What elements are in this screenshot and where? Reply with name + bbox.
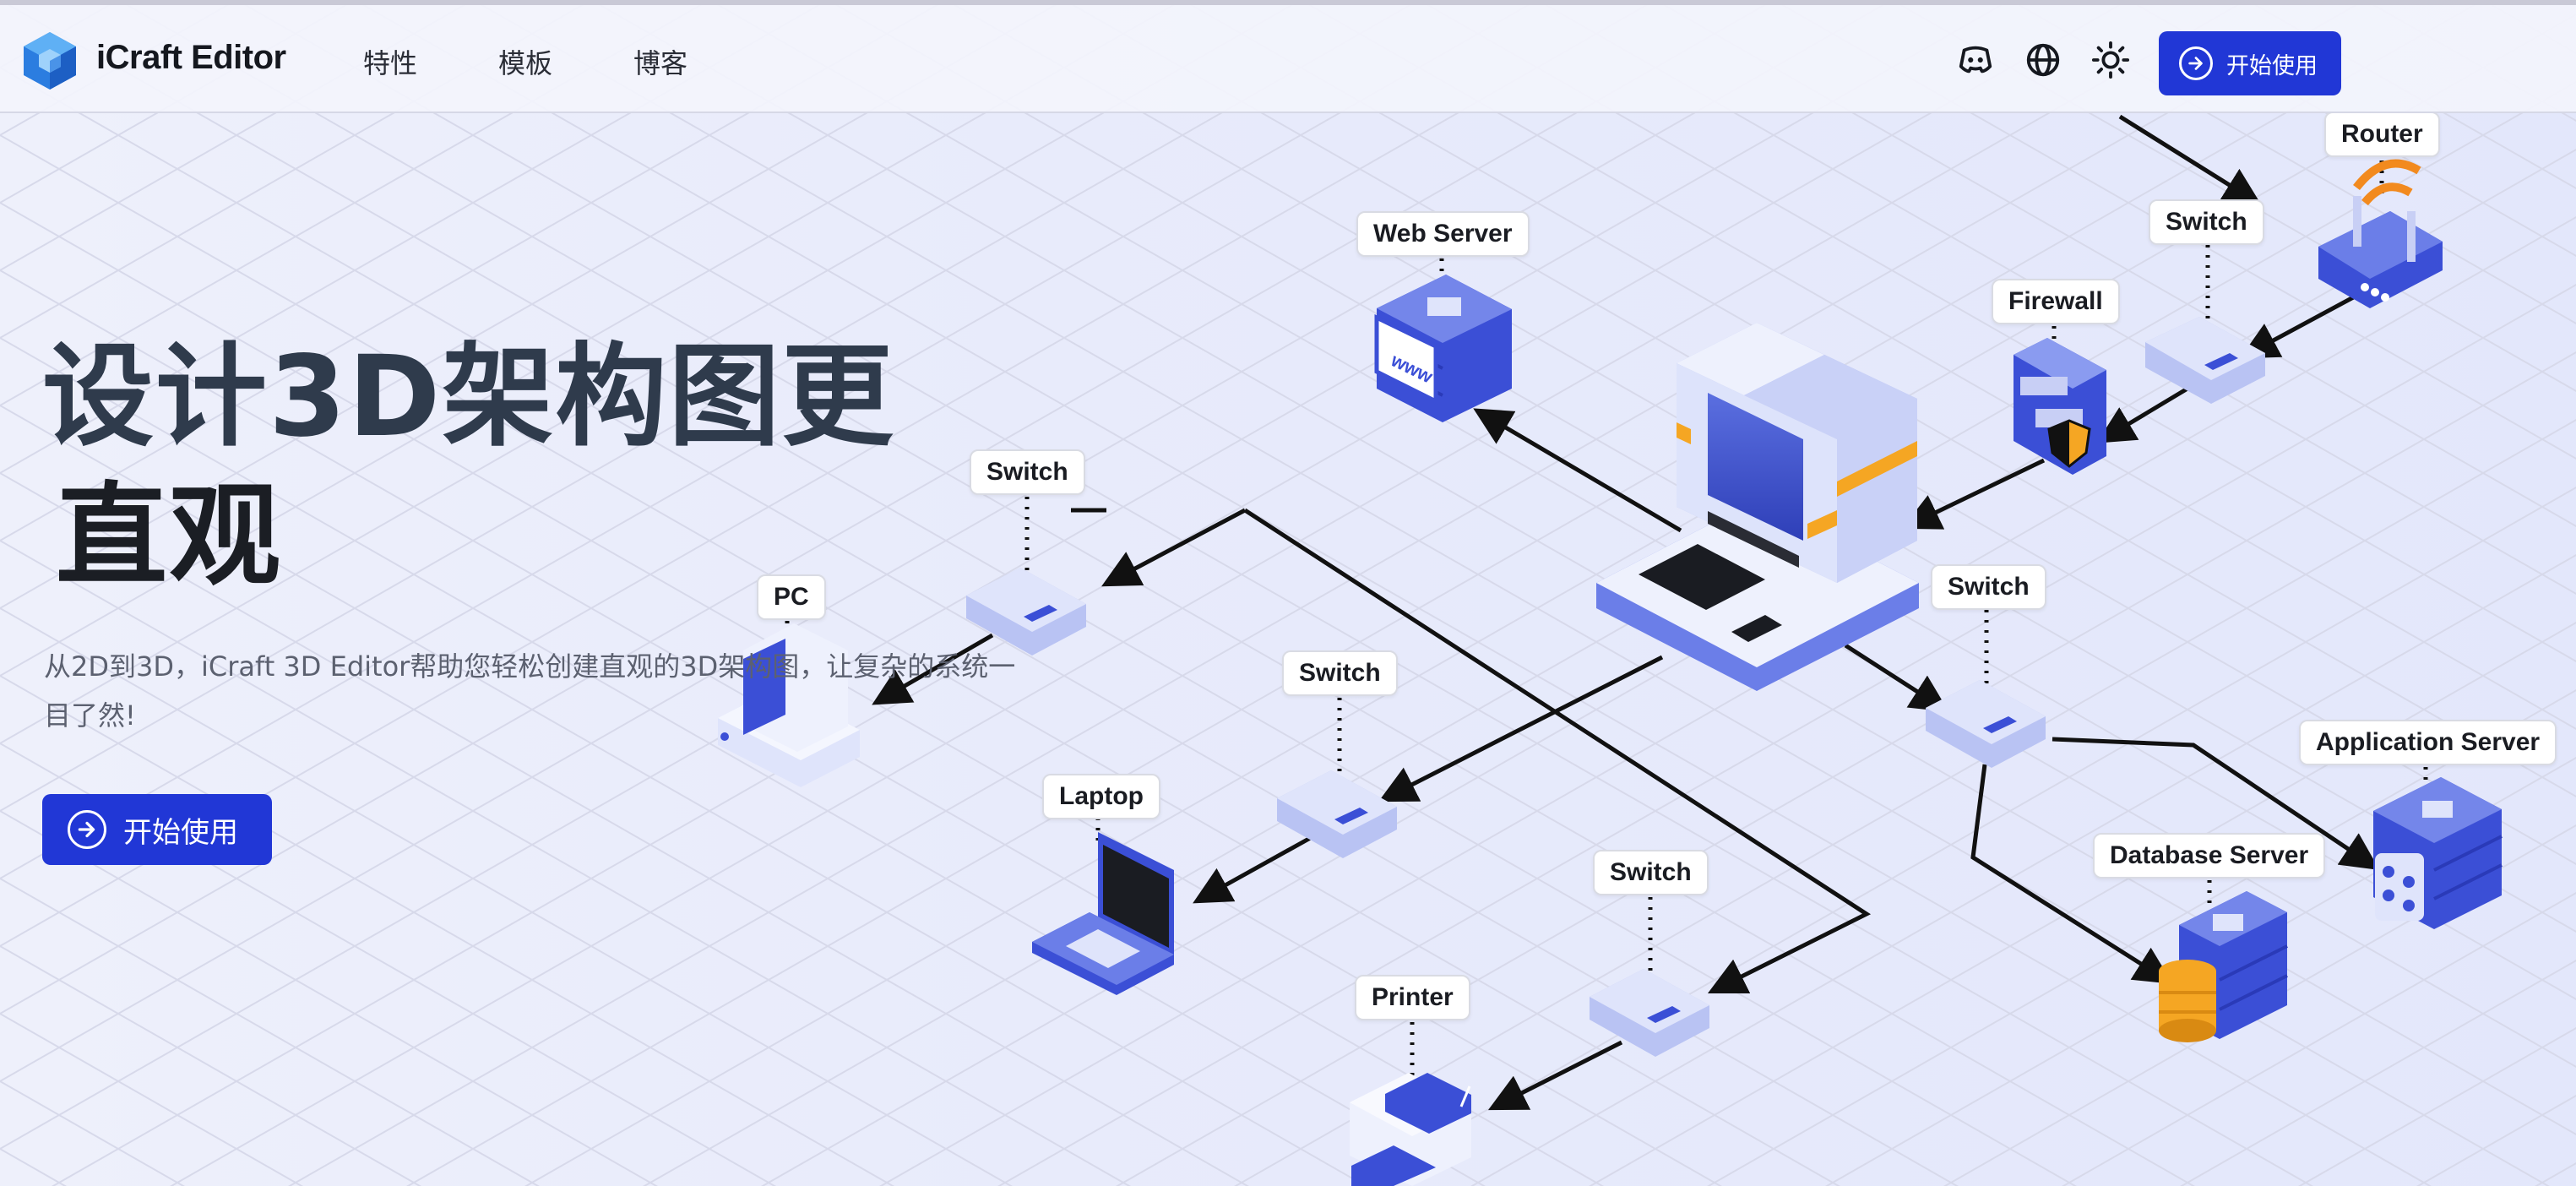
label-router: Router	[2324, 112, 2440, 157]
application-server-device	[2373, 777, 2503, 929]
switch-bottom-device	[1590, 969, 1709, 1057]
label-laptop: Laptop	[1042, 774, 1160, 819]
switch-mid-device	[1277, 770, 1397, 858]
nav-features[interactable]: 特性	[363, 47, 418, 79]
firewall-device	[2014, 338, 2106, 475]
label-switch-left: Switch	[970, 449, 1085, 495]
pc-device	[718, 623, 860, 787]
brand-name[interactable]: iCraft Editor	[96, 39, 286, 76]
window-top-border	[0, 0, 2576, 5]
web-server-device: www	[1374, 275, 1512, 422]
label-firewall: Firewall	[1992, 279, 2120, 324]
laptop-device	[1032, 832, 1174, 995]
hero-title-line1: 设计3D架构图更	[42, 332, 895, 462]
label-switch-bottom: Switch	[1593, 850, 1709, 895]
nav-blog[interactable]: 博客	[633, 47, 688, 79]
arrow-right-circle-icon	[68, 810, 106, 849]
hero-title-line2: 直观	[56, 471, 282, 601]
label-switch-right: Switch	[1931, 564, 2046, 610]
header-start-button-label: 开始使用	[2226, 52, 2318, 79]
connection-lines	[872, 114, 2380, 1111]
database-server-device	[2159, 891, 2288, 1042]
label-printer: Printer	[1355, 975, 1470, 1020]
label-database-server: Database Server	[2093, 833, 2326, 879]
switch-right-device	[1926, 680, 2046, 768]
discord-icon[interactable]	[1956, 41, 1995, 79]
hero-description: 从2D到3D，iCraft 3D Editor帮助您轻松创建直观的3D架构图，让…	[44, 650, 1016, 732]
label-application-server: Application Server	[2299, 720, 2557, 765]
header-start-button[interactable]: 开始使用	[2159, 31, 2341, 95]
sun-icon[interactable]	[2091, 41, 2130, 79]
icraft-logo-icon[interactable]	[22, 30, 78, 90]
switch-top-device	[2145, 317, 2265, 404]
globe-icon[interactable]	[2024, 41, 2062, 79]
switch-left-device	[966, 568, 1086, 656]
label-web-server: Web Server	[1356, 211, 1530, 257]
label-pc: PC	[757, 574, 826, 620]
arrow-right-circle-icon	[2179, 46, 2213, 80]
label-switch-top: Switch	[2149, 199, 2264, 245]
central-computer-device	[1596, 323, 1919, 691]
top-navigation-bar: iCraft Editor 特性 模板 博客 开始使用	[0, 5, 2576, 113]
router-device	[2318, 159, 2443, 308]
printer-device	[1350, 1073, 1471, 1186]
label-switch-mid: Switch	[1282, 650, 1398, 696]
hero-start-button-label: 开始使用	[123, 815, 238, 850]
nav-templates[interactable]: 模板	[498, 47, 553, 79]
hero-start-button[interactable]: 开始使用	[42, 794, 272, 865]
